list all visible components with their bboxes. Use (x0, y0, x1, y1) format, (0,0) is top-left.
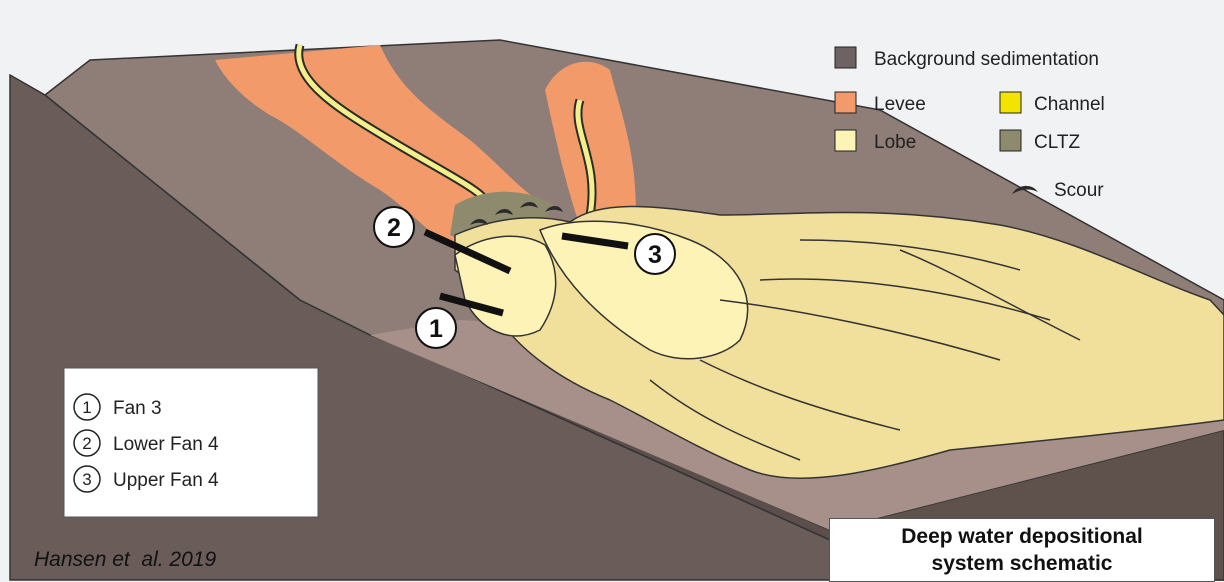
title-box: Deep water depositional system schematic (829, 518, 1215, 582)
legend-scour: Scour (1054, 180, 1104, 201)
key-2-number: 2 (82, 434, 91, 453)
citation: Hansen et al. 2019 (34, 548, 216, 572)
legend-levee: Levee (874, 94, 926, 115)
title-line-2: system schematic (932, 550, 1113, 577)
marker-3: 3 (635, 234, 675, 274)
marker-1-label: 1 (429, 315, 443, 343)
key-3-number: 3 (82, 470, 91, 489)
marker-2: 2 (374, 207, 414, 247)
key-3-label: Upper Fan 4 (113, 470, 219, 491)
key-1-number: 1 (82, 398, 91, 417)
legend-channel: Channel (1034, 94, 1105, 115)
marker-1: 1 (416, 308, 456, 348)
legend-cltz: CLTZ (1034, 132, 1080, 153)
title-line-1: Deep water depositional (901, 523, 1143, 550)
legend-background-sedimentation: Background sedimentation (874, 49, 1099, 70)
key-2-label: Lower Fan 4 (113, 434, 219, 455)
fan-key: 1 Fan 3 2 Lower Fan 4 3 Upper Fan 4 (64, 368, 318, 517)
key-1-label: Fan 3 (113, 398, 162, 419)
legend-lobe: Lobe (874, 132, 916, 153)
marker-3-label: 3 (648, 241, 662, 269)
marker-2-label: 2 (387, 214, 401, 242)
